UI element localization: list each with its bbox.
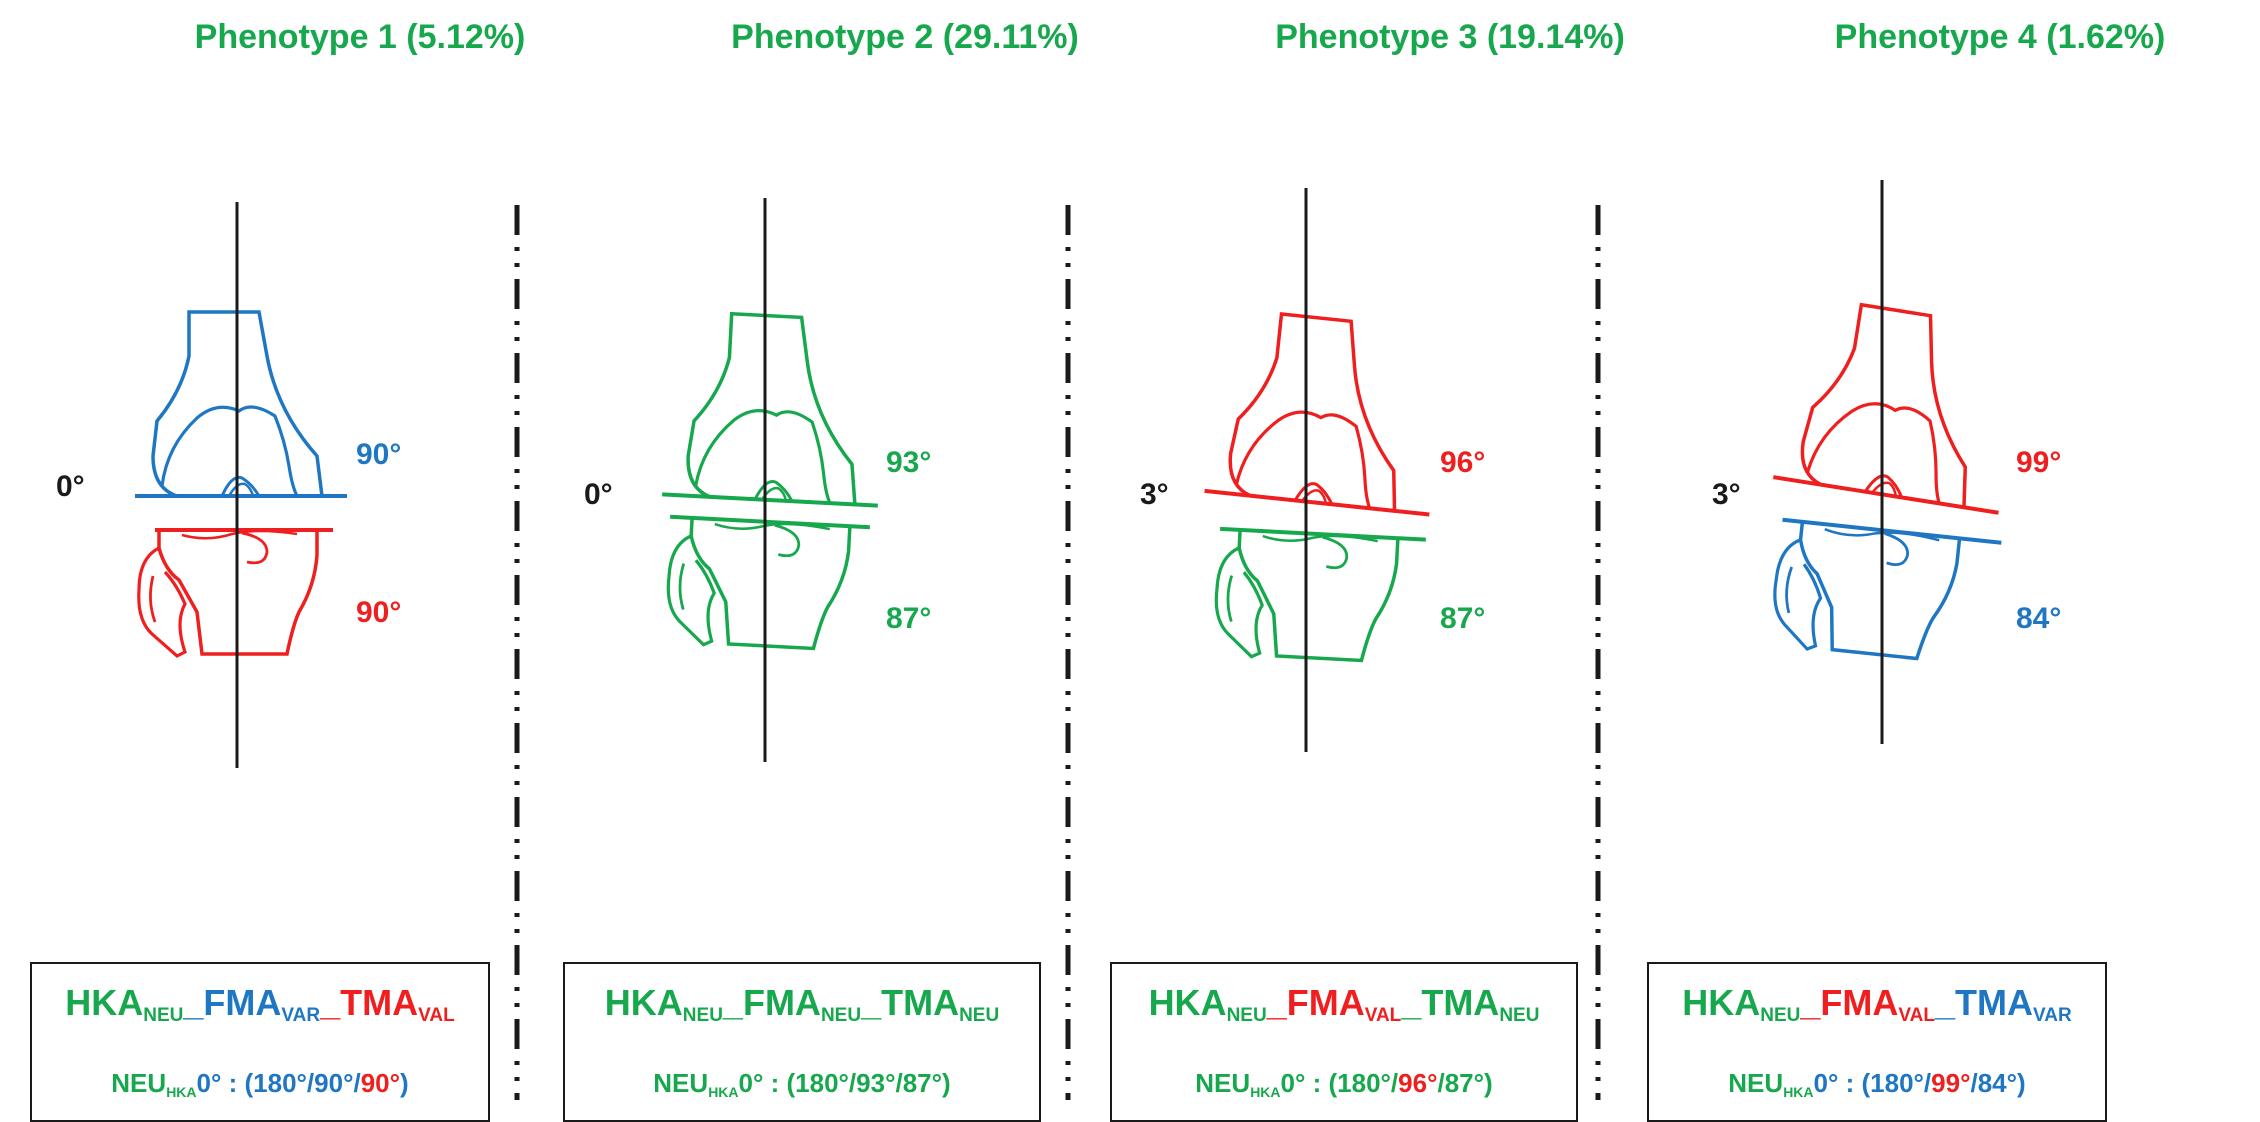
- separator-underscore: _: [183, 982, 204, 1023]
- classification-box-3: HKANEU_FMAVAL_TMANEU NEUHKA0° : (180°/96…: [1110, 962, 1578, 1122]
- fma-label: FMA: [1286, 982, 1365, 1023]
- neu-slash: /: [1437, 1068, 1445, 1098]
- knee-panel-1: 0° 90° 90°: [56, 202, 401, 768]
- neu-text: 0° : (180°/: [1280, 1068, 1399, 1098]
- separator-underscore: _: [861, 982, 882, 1023]
- neu-text: 0° : (180°/: [1813, 1068, 1932, 1098]
- neu-tma-value: 87°: [1444, 1068, 1485, 1098]
- tibia-angle-label-3: 87°: [1440, 602, 1485, 635]
- phenotype-1-title: Phenotype 1 (5.12%): [194, 18, 526, 56]
- hka-angle-label-1: 0°: [56, 470, 85, 503]
- phenotype-4-title: Phenotype 4 (1.62%): [1834, 18, 2166, 56]
- tma-label: TMA: [881, 982, 960, 1023]
- classification-code-2: HKANEU_FMANEU_TMANEU: [565, 982, 1039, 1027]
- separator-underscore: _: [1800, 982, 1821, 1023]
- femur-angle-label-2: 93°: [886, 446, 931, 479]
- neu-tma-value: 87°: [902, 1068, 943, 1098]
- separator-underscore: _: [722, 982, 743, 1023]
- classification-code-1: HKANEU_FMAVAR_TMAVAL: [32, 982, 488, 1027]
- neu-close: ): [1484, 1068, 1493, 1098]
- fma-label: FMA: [1820, 982, 1899, 1023]
- tma-subscript: VAR: [2033, 1005, 2072, 1026]
- neu-tma-value: 84°: [1977, 1068, 2018, 1098]
- tibia-joint-line-4: [1782, 517, 2002, 545]
- classification-code-3: HKANEU_FMAVAL_TMANEU: [1112, 982, 1576, 1027]
- fma-subscript: VAL: [1364, 1005, 1402, 1026]
- neu-subscript: HKA: [166, 1084, 197, 1100]
- tibia-angle-label-2: 87°: [886, 602, 931, 635]
- neu-fma-value: 96°: [1398, 1068, 1438, 1098]
- knee-panel-2: 0° 93° 87°: [584, 198, 931, 762]
- classification-code-4: HKANEU_FMAVAL_TMAVAR: [1649, 982, 2105, 1027]
- femur-joint-line-3: [1204, 488, 1430, 517]
- hka-subscript: NEU: [682, 1005, 723, 1026]
- hka-angle-label-3: 3°: [1140, 478, 1169, 511]
- femur-angle-label-3: 96°: [1440, 446, 1485, 479]
- neu-text: 0° : (180°/: [738, 1068, 857, 1098]
- neu-subscript: HKA: [1250, 1084, 1281, 1100]
- neu-text: 0° : (180°/: [196, 1068, 315, 1098]
- classification-box-1: HKANEU_FMAVAR_TMAVAL NEUHKA0° : (180°/90…: [30, 962, 490, 1122]
- separator-underscore: _: [1935, 982, 1956, 1023]
- tibia-angle-label-4: 84°: [2016, 602, 2061, 635]
- neutral-angles-3: NEUHKA0° : (180°/96°/87°): [1112, 1068, 1576, 1100]
- tma-label: TMA: [340, 982, 419, 1023]
- neu-close: ): [2017, 1068, 2026, 1098]
- tma-label: TMA: [1955, 982, 2034, 1023]
- neu-fma-value: 90°: [314, 1068, 354, 1098]
- tma-subscript: NEU: [1499, 1005, 1540, 1026]
- tma-subscript: NEU: [959, 1005, 1000, 1026]
- tma-label: TMA: [1421, 982, 1500, 1023]
- neu-close: ): [400, 1068, 409, 1098]
- neu-close: ): [942, 1068, 951, 1098]
- femur-angle-label-1: 90°: [356, 438, 401, 471]
- neu-slash: /: [353, 1068, 361, 1098]
- hka-label: HKA: [1682, 982, 1761, 1023]
- neutral-angles-1: NEUHKA0° : (180°/90°/90°): [32, 1068, 488, 1100]
- neutral-angles-2: NEUHKA0° : (180°/93°/87°): [565, 1068, 1039, 1100]
- separator-underscore: _: [1401, 982, 1422, 1023]
- neu-slash: /: [1970, 1068, 1978, 1098]
- fma-label: FMA: [742, 982, 821, 1023]
- hka-subscript: NEU: [1226, 1005, 1267, 1026]
- phenotype-3-title: Phenotype 3 (19.14%): [1275, 18, 1625, 56]
- hka-angle-label-2: 0°: [584, 478, 613, 511]
- neu-fma-value: 93°: [856, 1068, 896, 1098]
- hka-label: HKA: [604, 982, 683, 1023]
- tma-subscript: VAL: [418, 1005, 455, 1026]
- neu-prefix: NEU: [111, 1068, 167, 1098]
- hka-label: HKA: [65, 982, 144, 1023]
- tibia-angle-label-1: 90°: [356, 596, 401, 629]
- femur-joint-line-4: [1773, 475, 1999, 515]
- femur-angle-label-4: 99°: [2016, 446, 2061, 479]
- fma-subscript: VAL: [1898, 1005, 1935, 1026]
- neu-prefix: NEU: [653, 1068, 709, 1098]
- hka-label: HKA: [1148, 982, 1227, 1023]
- neu-prefix: NEU: [1195, 1068, 1251, 1098]
- fma-subscript: VAR: [281, 1005, 321, 1026]
- phenotype-2-title: Phenotype 2 (29.11%): [731, 18, 1079, 56]
- hka-angle-label-4: 3°: [1712, 478, 1741, 511]
- femur-joint-line-2: [662, 492, 878, 508]
- neu-subscript: HKA: [708, 1084, 739, 1100]
- knee-panel-3: 3° 96° 87°: [1140, 188, 1485, 752]
- neu-slash: /: [895, 1068, 903, 1098]
- tibia-joint-line-3: [1220, 526, 1426, 542]
- neu-subscript: HKA: [1783, 1084, 1814, 1100]
- classification-box-4: HKANEU_FMAVAL_TMAVAR NEUHKA0° : (180°/99…: [1647, 962, 2107, 1122]
- neu-fma-value: 99°: [1931, 1068, 1971, 1098]
- phenotype-diagram: 0° 90° 90° 0° 93° 87° 3° 96° 87°: [56, 180, 2061, 1100]
- neu-tma-value: 90°: [360, 1068, 401, 1098]
- fma-subscript: NEU: [820, 1005, 862, 1026]
- neu-prefix: NEU: [1728, 1068, 1784, 1098]
- hka-subscript: NEU: [1760, 1005, 1801, 1026]
- fma-label: FMA: [203, 982, 282, 1023]
- separator-underscore: _: [320, 982, 341, 1023]
- classification-box-2: HKANEU_FMANEU_TMANEU NEUHKA0° : (180°/93…: [563, 962, 1041, 1122]
- hka-subscript: NEU: [143, 1005, 184, 1026]
- knee-panel-4: 3° 99° 84°: [1712, 180, 2061, 744]
- neutral-angles-4: NEUHKA0° : (180°/99°/84°): [1649, 1068, 2105, 1100]
- separator-underscore: _: [1266, 982, 1287, 1023]
- tibia-joint-line-2: [670, 514, 870, 530]
